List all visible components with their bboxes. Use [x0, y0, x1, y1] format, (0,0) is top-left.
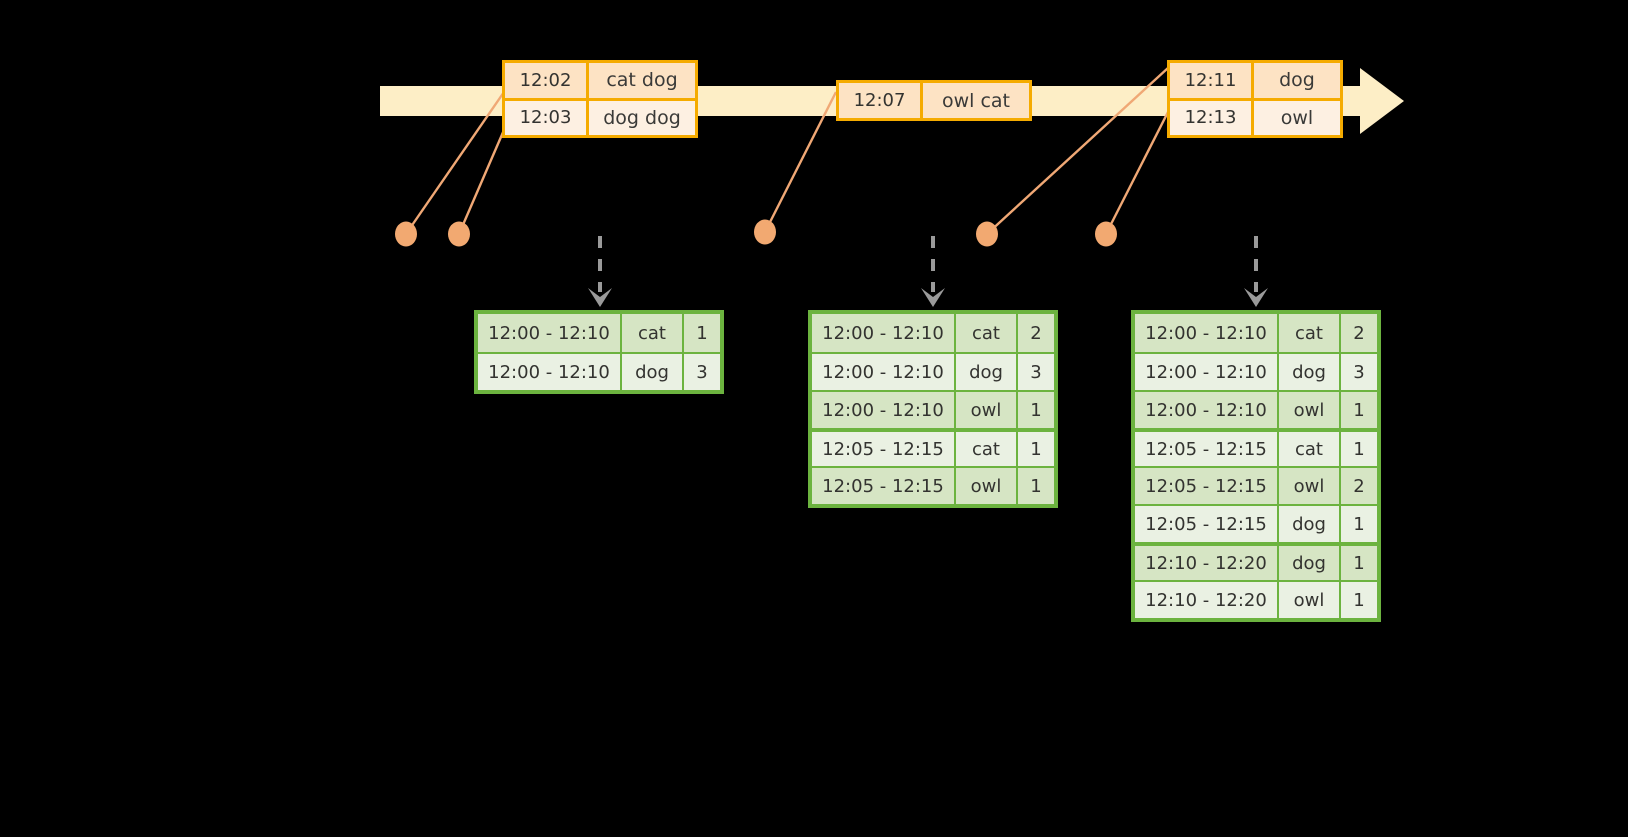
cell-count: 1: [1353, 552, 1365, 574]
cell-window: 12:05 - 12:15: [812, 432, 956, 466]
cell-word: cat: [622, 314, 684, 352]
cell-window: 12:05 - 12:15: [1135, 468, 1279, 504]
dot-connector-line: [763, 91, 838, 233]
cell-word: cat: [956, 314, 1018, 352]
cell-count: 3: [696, 361, 708, 383]
event-timestamp: 12:03: [505, 100, 589, 135]
event-timestamp: 12:02: [505, 63, 589, 98]
cell-word: dog: [622, 354, 684, 390]
event-words: cat dog: [589, 63, 695, 98]
cell-window: 12:10 - 12:20: [1135, 546, 1279, 580]
cell-word: owl: [1279, 582, 1341, 618]
cell-window: 12:05 - 12:15: [812, 468, 956, 504]
cell-word: cat: [1279, 314, 1341, 352]
cell-count: 1: [1030, 399, 1042, 421]
event-timestamp: 12:13: [1170, 100, 1254, 135]
event-words: owl cat: [923, 83, 1029, 118]
cell-word: owl: [956, 468, 1018, 504]
cell-window: 12:00 - 12:10: [478, 354, 622, 390]
cell-word: dog: [1279, 546, 1341, 580]
cell-word: dog: [1279, 354, 1341, 390]
cell-window: 12:00 - 12:10: [812, 314, 956, 352]
cell-window: 12:05 - 12:15: [1135, 506, 1279, 542]
cell-count: 1: [696, 322, 708, 344]
event-words: dog: [1254, 63, 1340, 98]
cell-window: 12:00 - 12:10: [1135, 392, 1279, 428]
dot-connector-line: [1104, 111, 1170, 235]
cell-word: dog: [1279, 506, 1341, 542]
cell-window: 12:00 - 12:10: [478, 314, 622, 352]
cell-word: cat: [1279, 432, 1341, 466]
stream-event-dot[interactable]: [448, 221, 470, 247]
cell-window: 12:00 - 12:10: [1135, 314, 1279, 352]
cell-count: 1: [1353, 438, 1365, 460]
cell-word: owl: [1279, 468, 1341, 504]
stream-event-dot[interactable]: [976, 221, 998, 247]
event-timestamp: 12:07: [839, 83, 923, 118]
event-timestamp: 12:11: [1170, 63, 1254, 98]
cell-count: 1: [1030, 438, 1042, 460]
cell-count: 2: [1353, 475, 1365, 497]
cell-window: 12:05 - 12:15: [1135, 432, 1279, 466]
cell-count: 2: [1030, 322, 1042, 344]
cell-window: 12:10 - 12:20: [1135, 582, 1279, 618]
cell-word: owl: [956, 392, 1018, 428]
dot-connector-line: [405, 91, 505, 235]
cell-count: 1: [1030, 475, 1042, 497]
cell-word: owl: [1279, 392, 1341, 428]
stream-event-dot[interactable]: [754, 219, 776, 245]
dot-connector-line: [457, 129, 506, 235]
cell-count: 3: [1353, 361, 1365, 383]
cell-count: 3: [1030, 361, 1042, 383]
event-words: dog dog: [589, 100, 695, 135]
stream-event-dot[interactable]: [395, 221, 417, 247]
cell-window: 12:00 - 12:10: [812, 354, 956, 390]
cell-window: 12:00 - 12:10: [1135, 354, 1279, 390]
cell-word: cat: [956, 432, 1018, 466]
dashed-arrow-head: [1244, 288, 1268, 307]
cell-count: 1: [1353, 589, 1365, 611]
cell-count: 2: [1353, 322, 1365, 344]
dashed-arrow-head: [921, 288, 945, 307]
cell-count: 1: [1353, 513, 1365, 535]
event-words: owl: [1254, 100, 1340, 135]
dashed-arrow-head: [588, 288, 612, 307]
cell-window: 12:00 - 12:10: [812, 392, 956, 428]
cell-word: dog: [956, 354, 1018, 390]
cell-count: 1: [1353, 399, 1365, 421]
stream-event-dot[interactable]: [1095, 221, 1117, 247]
